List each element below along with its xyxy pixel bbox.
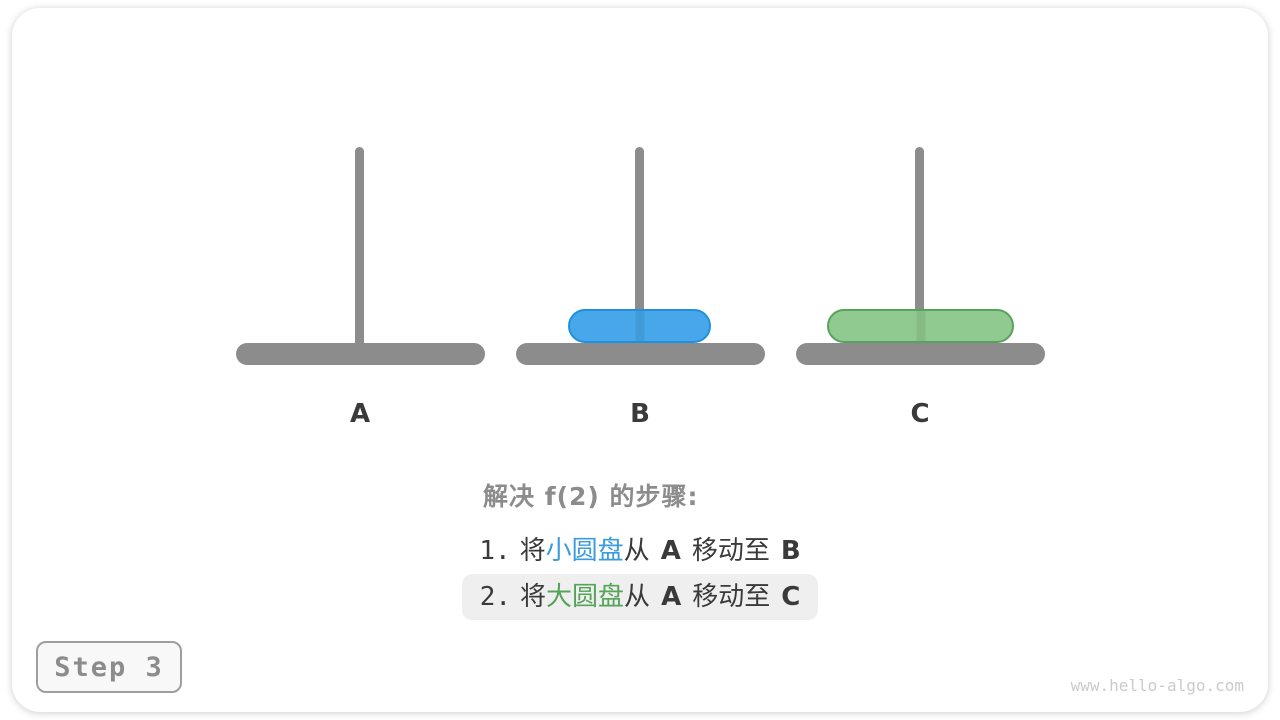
peg-label-c: C	[910, 399, 930, 429]
step-2-number: 2.	[479, 582, 512, 612]
step-2-disk-word: 大圆盘	[546, 582, 625, 612]
step-1-disk-word: 小圆盘	[545, 536, 624, 566]
step-1-from-word: 从	[623, 536, 650, 566]
steps-title: 解决 f(2) 的步骤:	[483, 482, 699, 511]
peg-base-c	[796, 343, 1045, 365]
site-watermark: www.hello-algo.com	[1070, 676, 1244, 695]
step-1-number: 1.	[479, 536, 511, 566]
step-1-move-word: 移动至	[691, 536, 770, 566]
step-1-to-peg: B	[780, 536, 801, 566]
step-counter-label: Step 3	[54, 651, 164, 683]
step-item-1: 1. 将 小圆盘 从 A 移动至 B	[461, 528, 818, 574]
small-disk	[568, 309, 711, 343]
peg-pole-c	[915, 147, 924, 355]
peg-label-a: A	[349, 399, 371, 429]
step-item-2: 2. 将 大圆盘 从 A 移动至 C	[461, 574, 819, 620]
step-counter-badge: Step 3	[36, 641, 182, 693]
large-disk	[827, 309, 1014, 343]
peg-label-b: B	[630, 399, 650, 429]
step-2-from-word: 从	[624, 582, 651, 612]
peg-base-b	[516, 343, 765, 365]
peg-pole-b	[635, 147, 644, 355]
step-1-verb: 将	[519, 536, 546, 566]
step-2-verb: 将	[520, 582, 547, 612]
step-1-from-peg: A	[660, 536, 681, 566]
step-2-from-peg: A	[661, 582, 682, 612]
steps-list: 1. 将 小圆盘 从 A 移动至 B 2. 将 大圆盘 从 A 移动至 C	[0, 528, 1280, 620]
step-2-to-peg: C	[781, 582, 801, 612]
step-2-move-word: 移动至	[692, 582, 771, 612]
peg-base-a	[236, 343, 485, 365]
peg-pole-a	[355, 147, 364, 355]
